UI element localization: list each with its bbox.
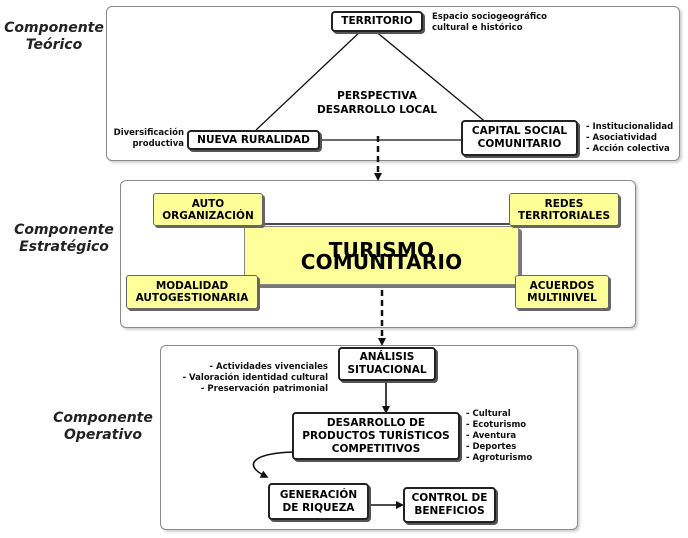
node-territorio: TERRITORIO — [331, 11, 423, 32]
node-capital-social-comunitario: CAPITAL SOCIAL COMUNITARIO — [461, 120, 578, 156]
node-control-de-beneficios: CONTROL DE BENEFICIOS — [403, 487, 496, 523]
node-nueva-ruralidad: NUEVA RURALIDAD — [187, 130, 320, 150]
line-territorio-capital-social — [373, 29, 489, 125]
label-perspectiva-desarrollo-local: PERSPECTIVA DESARROLLO LOCAL — [316, 90, 438, 116]
node-acuerdos-multinivel: ACUERDOS MULTINIVEL — [515, 275, 609, 309]
note-nueva-ruralidad: Diversificación productiva — [113, 128, 184, 149]
node-desarrollo-productos: DESARROLLO DE PRODUCTOS TURÍSTICOS COMPE… — [292, 412, 460, 460]
node-generacion-de-riqueza: GENERACIÓN DE RIQUEZA — [268, 483, 369, 520]
note-desarrollo: - Cultural - Ecoturismo - Aventura - Dep… — [466, 409, 533, 463]
node-modalidad-autogestionaria: MODALIDAD AUTOGESTIONARIA — [126, 275, 258, 309]
label-componente-estrategico: Componente Estratégico — [14, 222, 114, 255]
node-auto-organizacion: AUTO ORGANIZACIÓN — [153, 193, 263, 226]
node-analisis-situacional: ANÁLISIS SITUACIONAL — [338, 347, 436, 381]
arrow-desarrollo-generacion — [252, 451, 296, 478]
label-componente-operativo: Componente Operativo — [53, 410, 153, 443]
note-territorio: Espacio sociogeográfico cultural e histó… — [432, 12, 548, 33]
note-capital-social: - Institucionalidad - Asociatividad - Ac… — [586, 122, 674, 154]
node-redes-territoriales: REDES TERRITORIALES — [509, 193, 619, 226]
node-turismo-comunitario: TURISMO COMUNITARIO — [244, 226, 519, 285]
note-analisis: - Actividades vivenciales - Valoración i… — [182, 362, 328, 394]
label-componente-teorico: Componente Teórico — [4, 20, 104, 53]
line-territorio-nueva-ruralidad — [255, 29, 363, 131]
